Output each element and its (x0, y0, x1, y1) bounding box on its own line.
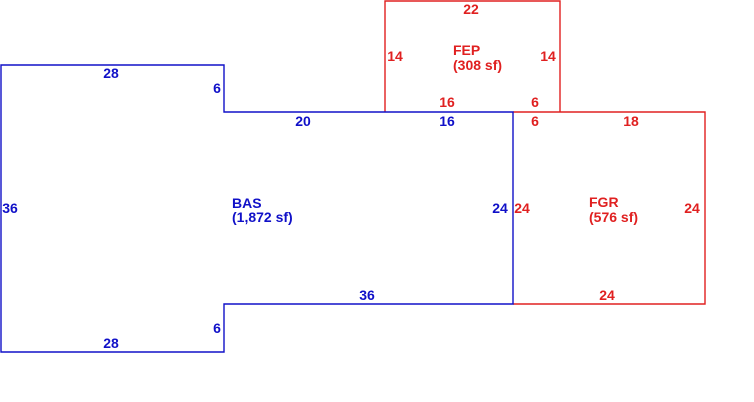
fep-dim-bottom: 16 (439, 94, 455, 110)
bas-dim-top-left: 28 (103, 65, 119, 81)
bas-area-label: (1,872 sf) (232, 209, 293, 225)
bas-dim-top-mid: 20 (295, 113, 311, 129)
fep-dim-top: 22 (463, 1, 479, 17)
bas-dim-notch-bottom: 6 (213, 320, 221, 336)
fgr-dim-bottom: 24 (599, 287, 615, 303)
fgr-dim-left: 24 (514, 200, 530, 216)
fgr-outline (513, 111, 706, 305)
fgr-area-label: (576 sf) (589, 209, 638, 225)
fep-dim-right: 14 (540, 48, 556, 64)
bas-dim-top-right: 16 (439, 113, 455, 129)
fgr-dim-right: 24 (684, 200, 700, 216)
fep-code-label: FEP (453, 42, 480, 58)
fep-dim-bottom-right: 6 (531, 94, 539, 110)
bas-code-label: BAS (232, 195, 262, 211)
fgr-dim-top: 18 (623, 113, 639, 129)
fep-area-label: (308 sf) (453, 57, 502, 73)
fep-outline (384, 0, 561, 112)
bas-dim-bottom-left: 28 (103, 335, 119, 351)
bas-dim-left: 36 (2, 200, 18, 216)
fgr-code-label: FGR (589, 194, 619, 210)
bas-dim-bottom-mid: 36 (359, 287, 375, 303)
fgr-dim-top-left: 6 (531, 113, 539, 129)
bas-dim-notch-top: 6 (213, 80, 221, 96)
bas-outline (0, 64, 514, 353)
fep-dim-left: 14 (387, 48, 403, 64)
bas-dim-right: 24 (492, 200, 508, 216)
